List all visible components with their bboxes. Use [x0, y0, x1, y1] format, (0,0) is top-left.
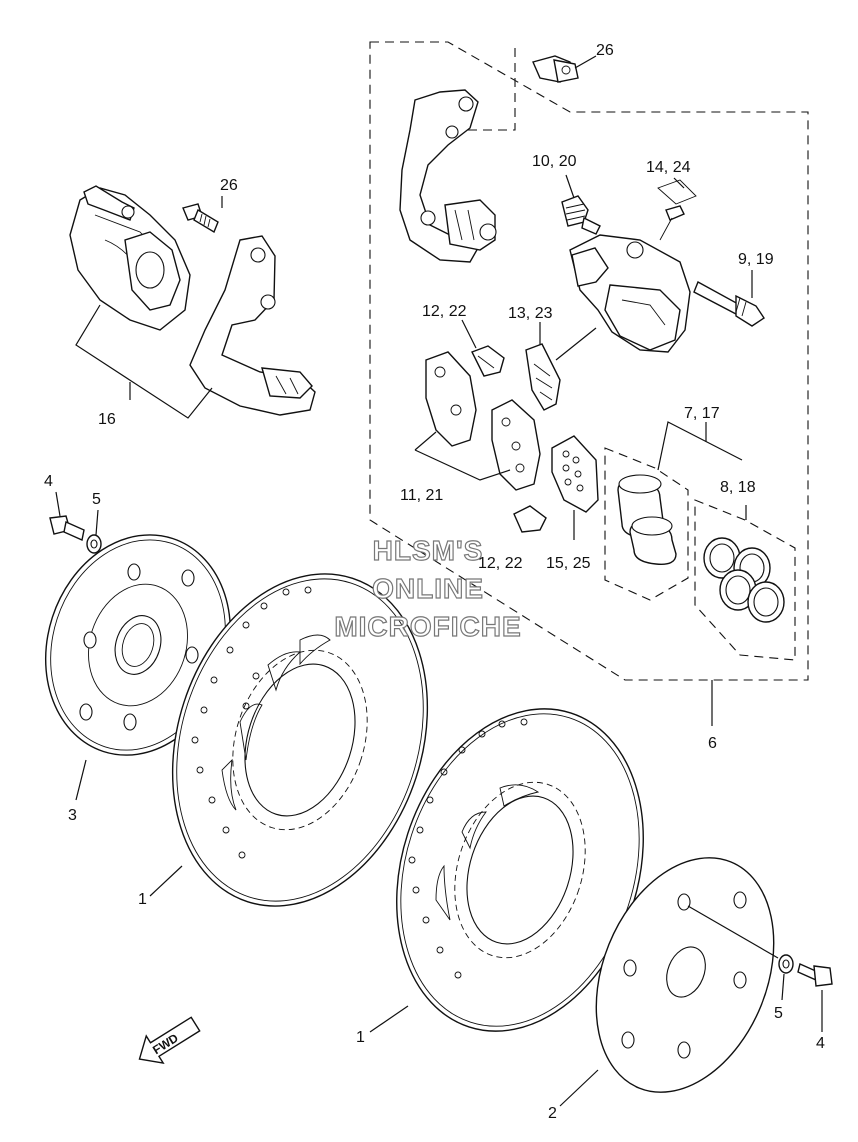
leader-5-left	[95, 509, 99, 536]
leader-3	[75, 759, 87, 801]
watermark-line-2: ONLINE	[372, 573, 484, 604]
caliper-assembly-boundary	[369, 41, 809, 681]
callout-13-23: 13, 23	[508, 305, 553, 322]
callout-10-20: 10, 20	[532, 153, 577, 170]
callout-2: 2	[548, 1105, 557, 1122]
pad-retaining-clip	[525, 343, 561, 411]
callout-16: 16	[98, 411, 116, 428]
bolt-26-right	[532, 55, 579, 83]
watermark-line-3: MICROFICHE	[334, 611, 521, 642]
pad-spring-upper	[471, 345, 505, 377]
washer-5-left	[86, 534, 102, 554]
bolt-4-left	[49, 515, 85, 541]
callout-5-right: 5	[774, 1005, 783, 1022]
callout-labels: 26 26 10, 20 14, 24 9, 19 12, 22 13, 23 …	[44, 42, 825, 1122]
leader-1-left	[149, 865, 183, 897]
right-disc-vent-holes	[408, 718, 528, 979]
leader-11-21-b	[414, 431, 437, 451]
callout-26-left: 26	[220, 177, 238, 194]
pad-spring-lower	[513, 505, 547, 533]
left-brake-disc	[171, 573, 429, 907]
caliper-pistons	[617, 474, 677, 565]
callout-1-right: 1	[356, 1029, 365, 1046]
callout-3: 3	[68, 807, 77, 824]
leader-14-24	[673, 177, 685, 189]
right-caliper-body	[569, 234, 691, 353]
callout-12-22-lower: 12, 22	[478, 555, 523, 572]
seal-kit-boxes	[604, 447, 796, 661]
callout-8-18: 8, 18	[720, 479, 756, 496]
pad-pin-and-clip	[657, 179, 697, 241]
callout-4-right: 4	[816, 1035, 825, 1052]
leader-13-23-to-caliper	[555, 327, 597, 361]
leader-11-21	[414, 449, 511, 481]
callout-9-19: 9, 19	[738, 251, 774, 268]
watermark-line-1: HLSM'S	[373, 535, 484, 566]
left-disc-vent-holes	[191, 586, 312, 859]
leader-5-right	[781, 973, 785, 1001]
callout-14-24: 14, 24	[646, 159, 691, 176]
washer-5-right	[778, 954, 794, 974]
right-hub-plate	[595, 857, 775, 1093]
brake-pad-outer	[425, 351, 477, 447]
callout-7-17: 7, 17	[684, 405, 720, 422]
left-caliper-bracket	[189, 235, 316, 416]
slide-pin	[693, 281, 765, 327]
right-caliper-bracket	[399, 89, 497, 263]
brake-pad-inner	[491, 399, 541, 491]
bolt-26-left	[182, 203, 219, 234]
bolt-axis-line	[687, 905, 779, 959]
callout-12-22-upper: 12, 22	[422, 303, 467, 320]
leader-7-17	[657, 421, 743, 471]
leader-1-right	[369, 1005, 409, 1033]
callout-4-left: 4	[44, 473, 53, 490]
callout-26-right: 26	[596, 42, 614, 59]
leader-4-left	[55, 491, 61, 517]
leader-10-20	[565, 174, 575, 199]
piston-seals	[703, 537, 785, 623]
callout-1-left: 1	[138, 891, 147, 908]
right-brake-disc	[396, 708, 644, 1032]
callout-6: 6	[708, 735, 717, 752]
leader-26-right	[574, 55, 597, 69]
callout-15-25: 15, 25	[546, 555, 591, 572]
watermark: HLSM'S ONLINE MICROFICHE	[334, 534, 522, 642]
left-caliper	[69, 185, 191, 331]
leader-2	[559, 1069, 599, 1107]
bleed-screw	[561, 195, 601, 235]
bolt-4-right	[797, 963, 833, 987]
callout-11-21: 11, 21	[400, 487, 443, 504]
leader-16	[75, 304, 213, 419]
fwd-arrow-icon: FWD	[138, 1016, 201, 1065]
callout-5-left: 5	[92, 491, 101, 508]
leader-12-22-upper	[461, 319, 477, 349]
pad-shim	[551, 435, 599, 513]
